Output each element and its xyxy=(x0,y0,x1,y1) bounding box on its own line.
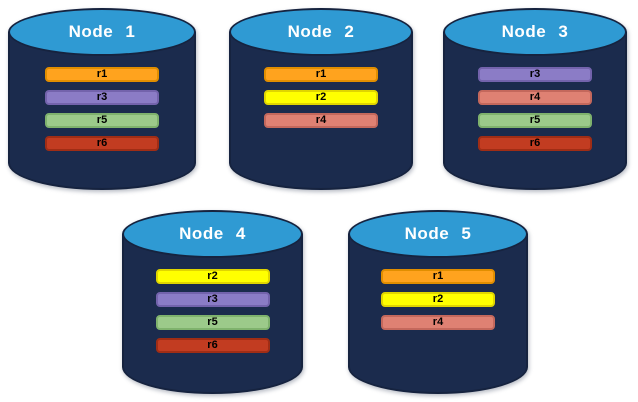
cylinder-top: Node 5 xyxy=(348,210,528,258)
node-title: Node 4 xyxy=(179,224,246,243)
replica-bar: r4 xyxy=(478,90,592,105)
cylinder-top: Node 1 xyxy=(8,8,196,56)
replica-bar: r1 xyxy=(45,67,159,82)
replica-list: r1 r3 r5 r6 xyxy=(8,67,196,151)
replica-bar: r2 xyxy=(264,90,378,105)
node-cylinder-3: Node 3 r3 r4 r5 r6 xyxy=(443,8,627,190)
replica-list: r1 r2 r4 xyxy=(229,67,413,128)
cylinder-body xyxy=(229,32,413,190)
replica-bar: r5 xyxy=(45,113,159,128)
replica-bar: r4 xyxy=(381,315,495,330)
replica-bar: r3 xyxy=(45,90,159,105)
replica-bar: r3 xyxy=(478,67,592,82)
replica-bar: r1 xyxy=(264,67,378,82)
cylinder-body xyxy=(348,234,528,394)
replica-bar: r2 xyxy=(155,269,270,284)
replica-bar: r6 xyxy=(478,136,592,151)
node-title: Node 3 xyxy=(501,22,569,41)
replica-list: r1 r2 r4 xyxy=(348,269,528,330)
cylinder-top: Node 2 xyxy=(229,8,413,56)
cylinder-body xyxy=(122,234,303,394)
replica-bar: r1 xyxy=(381,269,495,284)
replica-bar: r3 xyxy=(155,292,270,307)
replica-bar: r2 xyxy=(381,292,495,307)
replica-bar: r5 xyxy=(155,315,270,330)
cylinder-top: Node 4 xyxy=(122,210,303,258)
replica-bar: r4 xyxy=(264,113,378,128)
replica-bar: r6 xyxy=(155,338,270,353)
node-cylinder-2: Node 2 r1 r2 r4 xyxy=(229,8,413,190)
node-title: Node 1 xyxy=(68,22,136,41)
node-cylinder-5: Node 5 r1 r2 r4 xyxy=(348,210,528,394)
node-title: Node 2 xyxy=(287,22,355,41)
cylinder-body xyxy=(443,32,627,190)
replica-bar: r5 xyxy=(478,113,592,128)
replica-list: r3 r4 r5 r6 xyxy=(443,67,627,151)
replica-list: r2 r3 r5 r6 xyxy=(122,269,303,353)
cylinder-top: Node 3 xyxy=(443,8,627,56)
node-cylinder-1: Node 1 r1 r3 r5 r6 xyxy=(8,8,196,190)
node-cylinder-4: Node 4 r2 r3 r5 r6 xyxy=(122,210,303,394)
replica-bar: r6 xyxy=(45,136,159,151)
node-title: Node 5 xyxy=(404,224,472,243)
